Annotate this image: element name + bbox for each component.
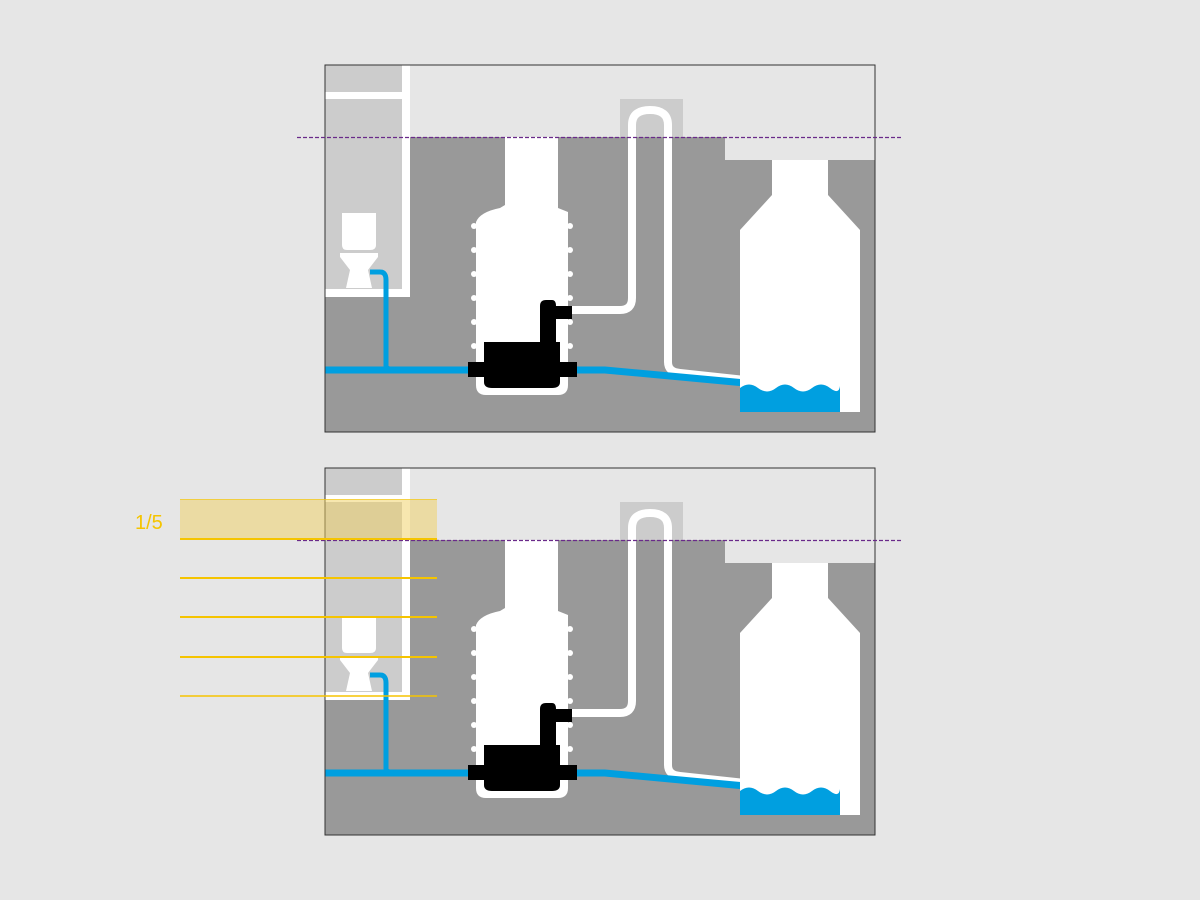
fraction-label: 1/5 [135, 512, 163, 534]
panel-top [297, 65, 903, 432]
fraction-band [180, 499, 437, 539]
fraction-markers: 1/5 [135, 499, 437, 697]
